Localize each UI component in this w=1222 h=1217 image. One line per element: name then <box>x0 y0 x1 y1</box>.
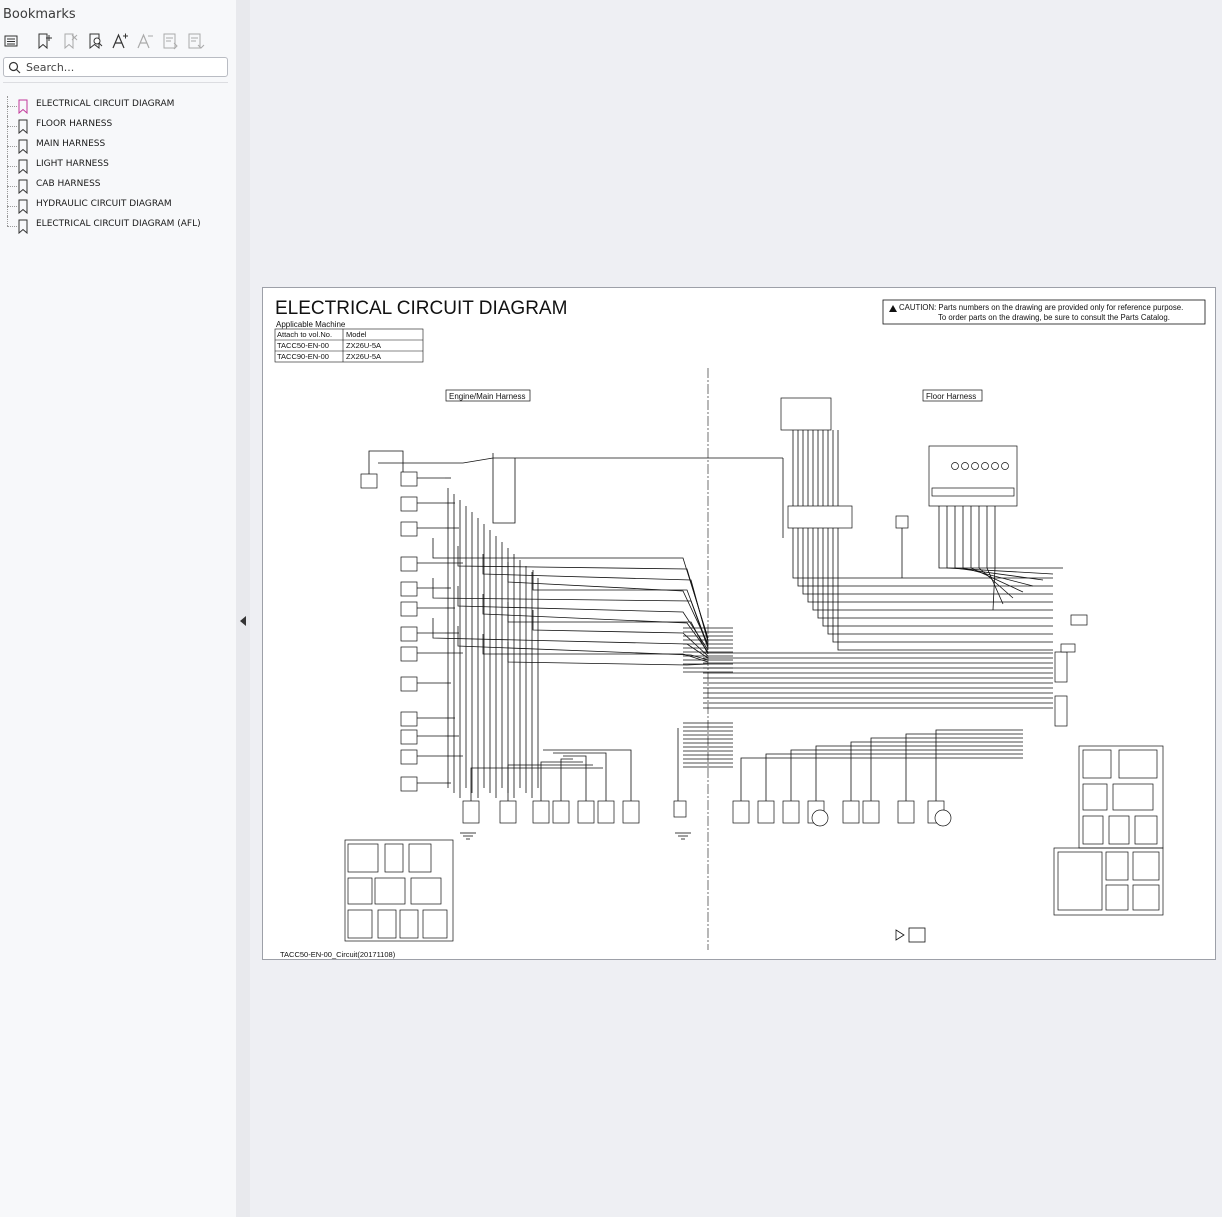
circuit-diagram: ELECTRICAL CIRCUIT DIAGRAM Applicable Ma… <box>274 298 1206 959</box>
search-input[interactable] <box>26 59 221 75</box>
caution-text-1: CAUTION: Parts numbers on the drawing ar… <box>899 303 1183 312</box>
bookmarks-panel: Bookmarks ELECTRICAL CIRCUIT DIAGR <box>0 0 236 1217</box>
bookmark-icon <box>18 99 28 114</box>
bookmark-item[interactable]: HYDRAULIC CIRCUIT DIAGRAM <box>0 196 236 216</box>
connector-legend-left <box>344 839 454 942</box>
collapse-panel-icon[interactable] <box>240 616 246 626</box>
delete-bookmark-icon[interactable] <box>60 31 80 51</box>
section-label-right: Floor Harness <box>926 392 976 401</box>
bookmark-label: CAB HARNESS <box>36 179 101 189</box>
bookmark-item[interactable]: LIGHT HARNESS <box>0 156 236 176</box>
table-cell: ZX26U-5A <box>346 352 381 361</box>
bookmark-label: ELECTRICAL CIRCUIT DIAGRAM (AFL) <box>36 219 201 229</box>
bookmark-label: ELECTRICAL CIRCUIT DIAGRAM <box>36 99 175 109</box>
bookmark-icon <box>18 159 28 174</box>
bookmark-item[interactable]: MAIN HARNESS <box>0 136 236 156</box>
bookmark-item[interactable]: ELECTRICAL CIRCUIT DIAGRAM <box>0 96 236 116</box>
reduce-text-icon[interactable] <box>135 31 155 51</box>
warning-icon <box>889 305 897 312</box>
options-menu-icon[interactable] <box>1 31 21 51</box>
table-cell: ZX26U-5A <box>346 341 381 350</box>
section-label-left: Engine/Main Harness <box>449 392 525 401</box>
caution-text-2: To order parts on the drawing, be sure t… <box>938 313 1170 322</box>
document-page: ELECTRICAL CIRCUIT DIAGRAM Applicable Ma… <box>262 287 1216 960</box>
add-bookmark-icon[interactable] <box>34 31 54 51</box>
table-header-attach: Attach to vol.No. <box>277 330 332 339</box>
find-bookmark-icon[interactable] <box>85 31 105 51</box>
table-header-model: Model <box>346 330 367 339</box>
wiring <box>368 430 1063 840</box>
panel-splitter[interactable] <box>236 0 250 1217</box>
bookmark-label: LIGHT HARNESS <box>36 159 109 169</box>
bookmark-item[interactable]: ELECTRICAL CIRCUIT DIAGRAM (AFL) <box>0 216 236 236</box>
table-cell: TACC90-EN-00 <box>277 352 329 361</box>
bookmark-label: FLOOR HARNESS <box>36 119 113 129</box>
bookmark-search-box[interactable] <box>3 57 228 77</box>
applicable-machine-table <box>274 328 424 363</box>
diagram-title: ELECTRICAL CIRCUIT DIAGRAM <box>275 298 567 319</box>
panel-title: Bookmarks <box>3 7 76 22</box>
collapse-bookmark-icon[interactable] <box>185 31 205 51</box>
bookmark-label: MAIN HARNESS <box>36 139 106 149</box>
document-footer: TACC50-EN-00_Circuit(20171108) <box>280 950 396 959</box>
connector-legend-right <box>1053 745 1164 916</box>
bookmark-label: HYDRAULIC CIRCUIT DIAGRAM <box>36 199 172 209</box>
search-icon <box>8 61 21 74</box>
caution-box: CAUTION: Parts numbers on the drawing ar… <box>882 299 1206 325</box>
bookmark-icon <box>18 119 28 134</box>
bookmark-icon <box>18 199 28 214</box>
table-cell: TACC50-EN-00 <box>277 341 329 350</box>
bookmark-icon <box>18 139 28 154</box>
applicable-machine-label: Applicable Machine <box>276 320 346 329</box>
bookmark-item[interactable]: CAB HARNESS <box>0 176 236 196</box>
components <box>360 397 1088 827</box>
expand-bookmark-icon[interactable] <box>160 31 180 51</box>
bookmark-item[interactable]: FLOOR HARNESS <box>0 116 236 136</box>
bookmark-icon <box>18 219 28 234</box>
bookmark-icon <box>18 179 28 194</box>
bookmarks-toolbar <box>0 31 236 51</box>
divider <box>3 82 228 83</box>
enlarge-text-icon[interactable] <box>110 31 130 51</box>
